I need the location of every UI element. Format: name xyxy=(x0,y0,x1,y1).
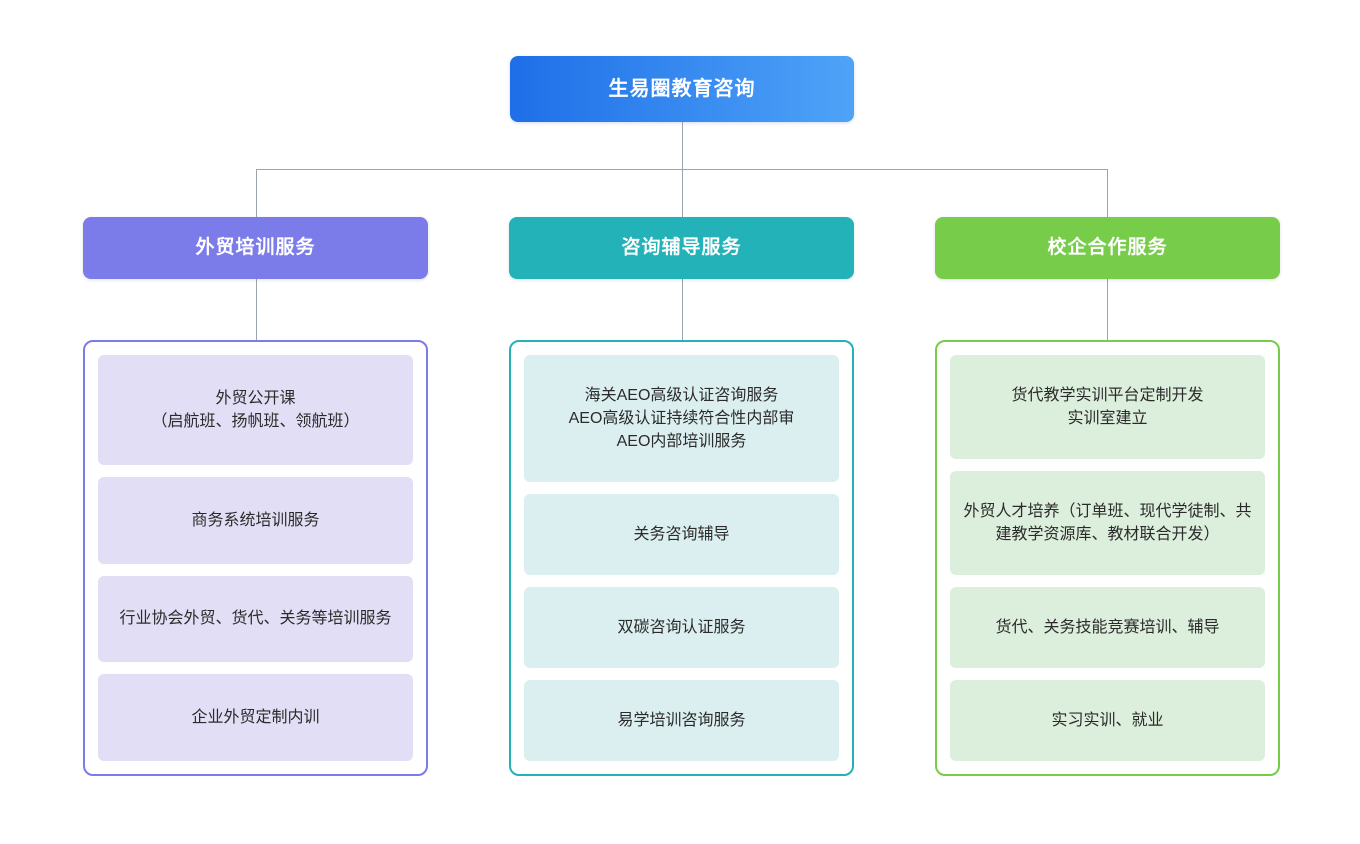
branch-body-1: 外贸公开课 （启航班、扬帆班、领航班） 商务系统培训服务 行业协会外贸、货代、关… xyxy=(83,340,428,776)
root-node[interactable]: 生易圈教育咨询 xyxy=(510,56,854,122)
branch-header-3[interactable]: 校企合作服务 xyxy=(935,217,1280,279)
service-card-label: 企业外贸定制内训 xyxy=(191,709,320,727)
connector-root-stem xyxy=(682,122,683,169)
service-card-label: 海关AEO高级认证咨询服务 AEO高级认证持续符合性内部审 AEO内部培训服务 xyxy=(568,386,795,451)
service-card[interactable]: 双碳咨询认证服务 xyxy=(524,587,839,669)
branch-header-1[interactable]: 外贸培训服务 xyxy=(83,217,428,279)
service-card-label: 商务系统培训服务 xyxy=(191,511,320,529)
service-card[interactable]: 外贸人才培养（订单班、现代学徒制、共建教学资源库、教材联合开发） xyxy=(950,471,1265,576)
service-card-label: 关务咨询辅导 xyxy=(633,526,730,544)
service-card-label: 双碳咨询认证服务 xyxy=(617,619,746,637)
branch-header-label-2: 咨询辅导服务 xyxy=(621,236,742,258)
branch-header-2[interactable]: 咨询辅导服务 xyxy=(509,217,854,279)
branch-column-2: 咨询辅导服务 海关AEO高级认证咨询服务 AEO高级认证持续符合性内部审 AEO… xyxy=(509,217,854,776)
connector-stem-branch-2 xyxy=(682,279,683,340)
connector-stem-branch-3 xyxy=(1107,279,1108,340)
service-card[interactable]: 海关AEO高级认证咨询服务 AEO高级认证持续符合性内部审 AEO内部培训服务 xyxy=(524,355,839,483)
connector-drop-branch-1 xyxy=(256,169,257,217)
service-card-label: 货代、关务技能竞赛培训、辅导 xyxy=(995,619,1220,637)
service-card[interactable]: 商务系统培训服务 xyxy=(98,476,413,564)
service-card[interactable]: 货代教学实训平台定制开发 实训室建立 xyxy=(950,355,1265,460)
service-card[interactable]: 关务咨询辅导 xyxy=(524,494,839,576)
branch-header-label-3: 校企合作服务 xyxy=(1047,236,1168,258)
branch-column-1: 外贸培训服务 外贸公开课 （启航班、扬帆班、领航班） 商务系统培训服务 行业协会… xyxy=(83,217,428,776)
service-card-label: 货代教学实训平台定制开发 实训室建立 xyxy=(1011,386,1204,428)
service-card[interactable]: 实习实训、就业 xyxy=(950,680,1265,761)
root-node-label: 生易圈教育咨询 xyxy=(608,78,756,100)
branch-body-3: 货代教学实训平台定制开发 实训室建立 外贸人才培养（订单班、现代学徒制、共建教学… xyxy=(935,340,1280,776)
service-card[interactable]: 行业协会外贸、货代、关务等培训服务 xyxy=(98,575,413,663)
service-card[interactable]: 易学培训咨询服务 xyxy=(524,680,839,761)
service-card[interactable]: 货代、关务技能竞赛培训、辅导 xyxy=(950,587,1265,669)
service-card-label: 外贸人才培养（订单班、现代学徒制、共建教学资源库、教材联合开发） xyxy=(963,502,1252,544)
service-card-label: 外贸公开课 （启航班、扬帆班、领航班） xyxy=(151,389,360,430)
connector-drop-branch-2 xyxy=(682,169,683,217)
service-card-label: 行业协会外贸、货代、关务等培训服务 xyxy=(119,610,392,628)
service-card[interactable]: 企业外贸定制内训 xyxy=(98,674,413,761)
connector-drop-branch-3 xyxy=(1107,169,1108,217)
service-card[interactable]: 外贸公开课 （启航班、扬帆班、领航班） xyxy=(98,355,413,465)
service-card-label: 实习实训、就业 xyxy=(1051,711,1164,729)
service-card-label: 易学培训咨询服务 xyxy=(617,711,746,729)
branch-body-2: 海关AEO高级认证咨询服务 AEO高级认证持续符合性内部审 AEO内部培训服务 … xyxy=(509,340,854,776)
connector-stem-branch-1 xyxy=(256,279,257,340)
branch-header-label-1: 外贸培训服务 xyxy=(195,236,316,258)
branch-column-3: 校企合作服务 货代教学实训平台定制开发 实训室建立 外贸人才培养（订单班、现代学… xyxy=(935,217,1280,776)
